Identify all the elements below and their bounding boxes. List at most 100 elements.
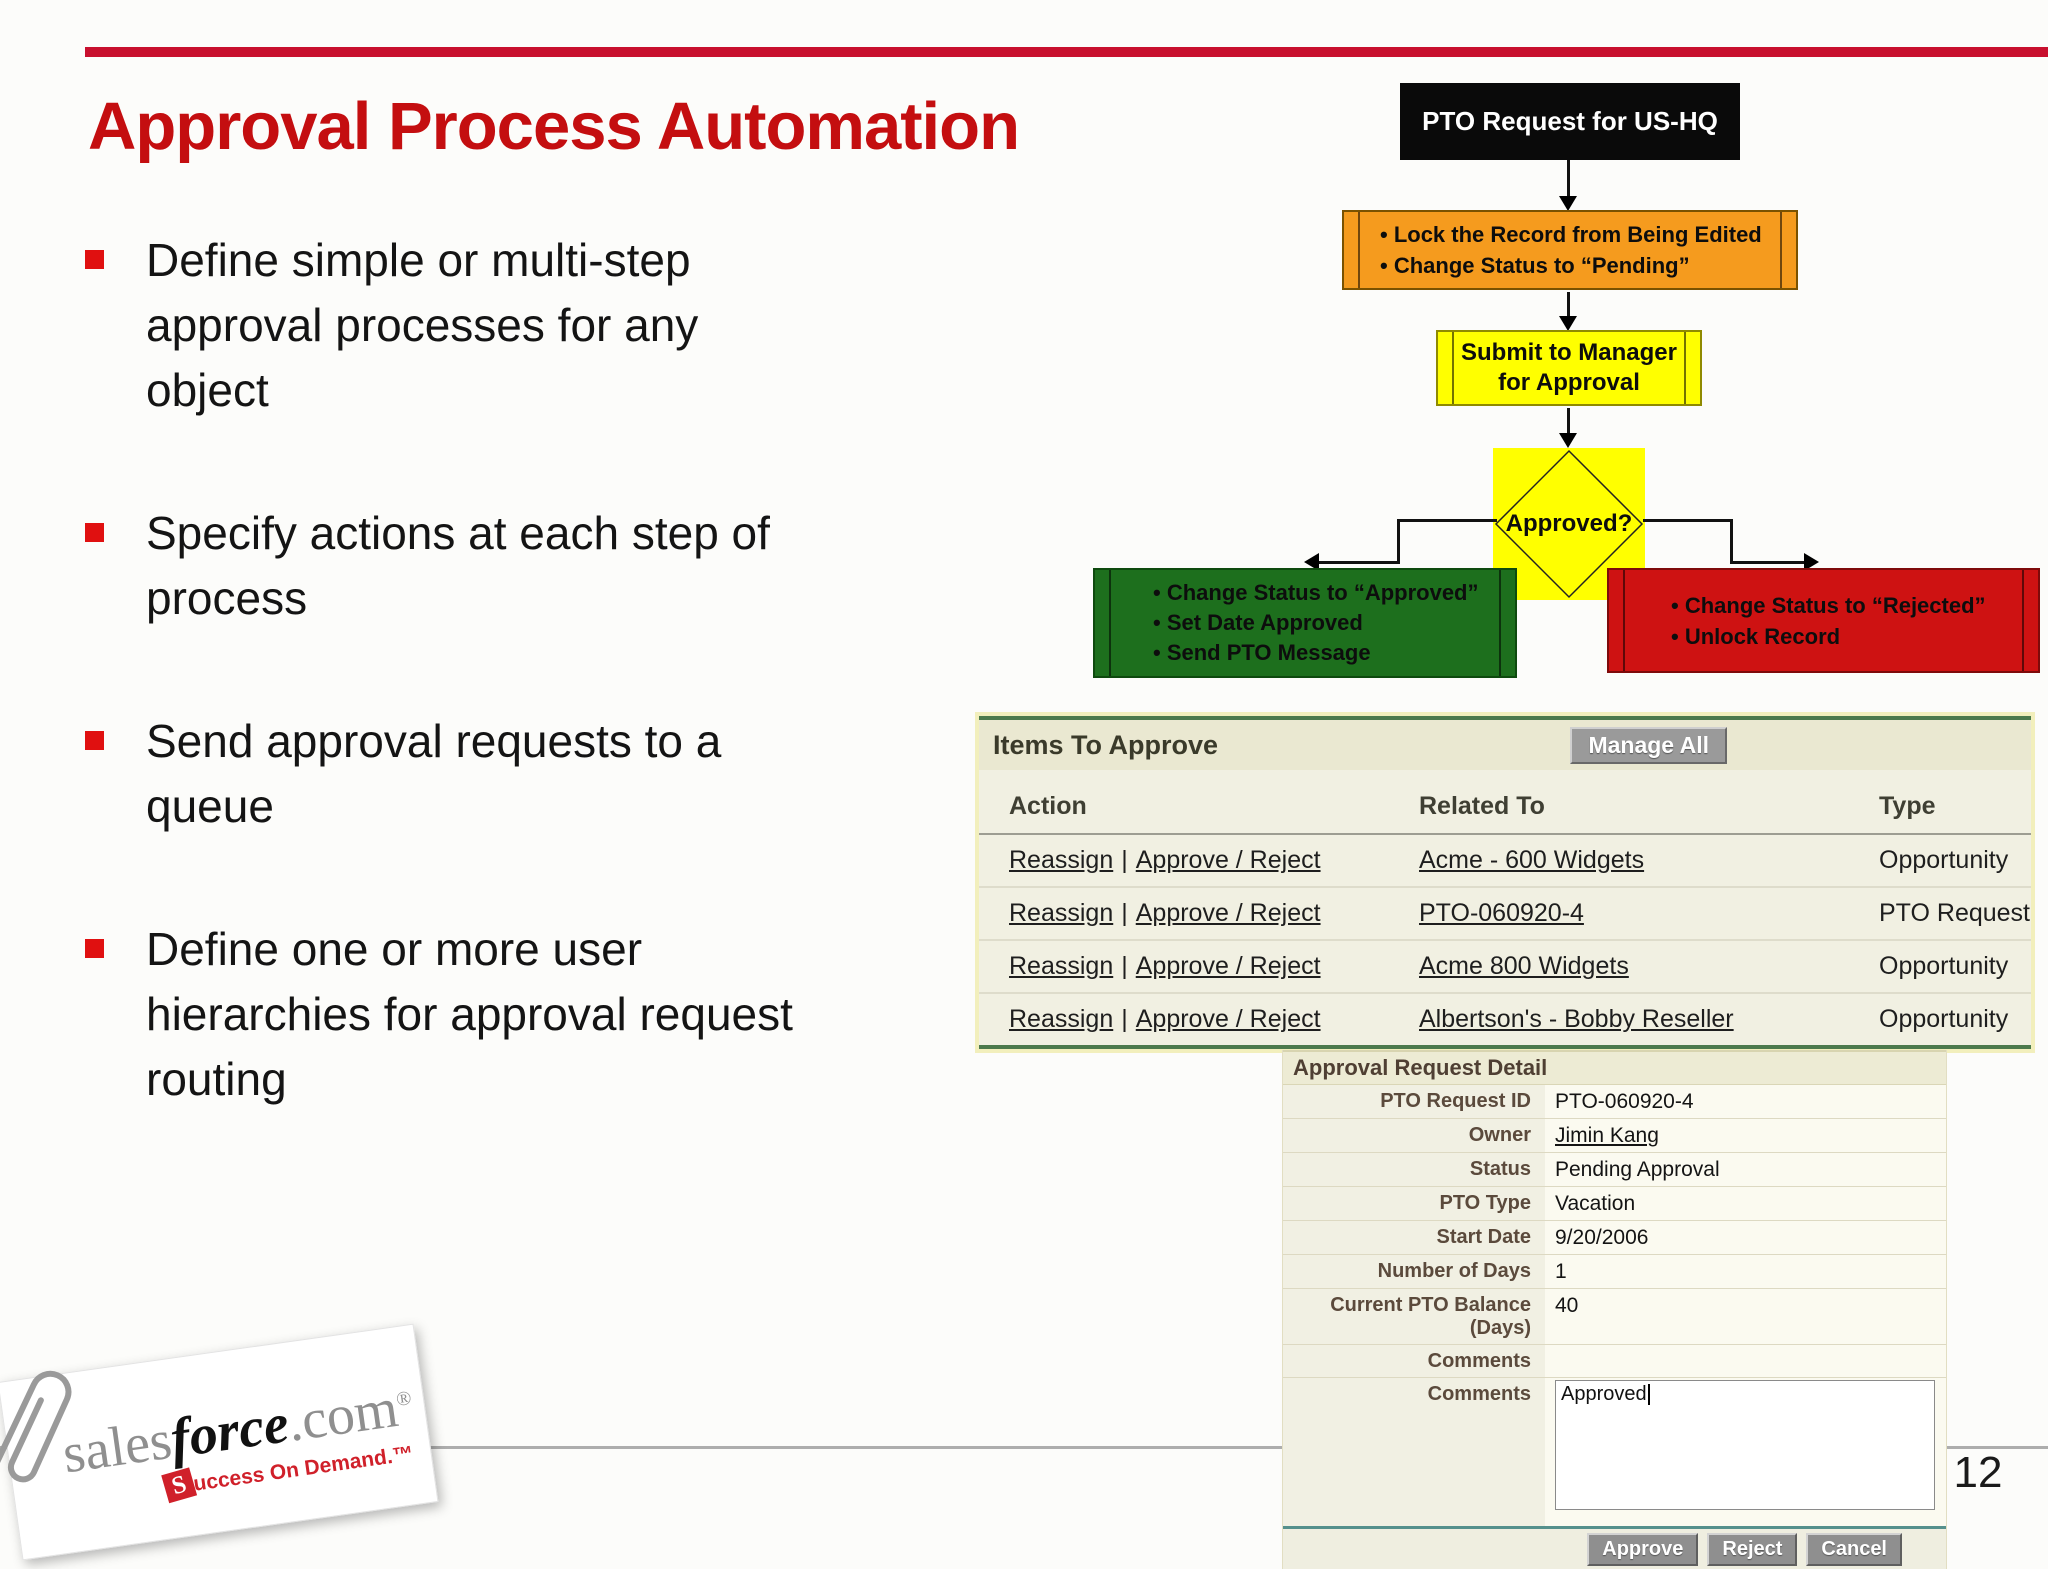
flow-connector (1730, 561, 1806, 564)
action-cell: Reassign|Approve / Reject (1009, 899, 1419, 928)
detail-divider (1283, 1526, 1946, 1529)
flow-arrow-line (1567, 292, 1570, 318)
bullet-square-icon (85, 250, 104, 269)
detail-row: Comments (1283, 1345, 1946, 1378)
flow-lock-line: • Change Status to “Pending” (1380, 253, 1690, 278)
approve-reject-link[interactable]: Approve / Reject (1135, 1005, 1321, 1033)
flow-submit-line: for Approval (1498, 369, 1640, 396)
field-label: Status (1283, 1153, 1545, 1186)
detail-row: PTO Type Vacation (1283, 1187, 1946, 1221)
field-value: Pending Approval (1545, 1153, 1946, 1186)
cancel-button[interactable]: Cancel (1806, 1532, 1902, 1566)
bullet-text: Specify actions at each step of process (146, 507, 770, 624)
flow-connector (1643, 519, 1733, 522)
flow-submit-box: Submit to Manager for Approval (1436, 330, 1702, 406)
bullet-text: Send approval requests to a queue (146, 715, 722, 832)
reassign-link[interactable]: Reassign (1009, 846, 1114, 874)
bullet-item: Define simple or multi-step approval pro… (85, 228, 825, 423)
flow-approved-line: • Set Date Approved (1153, 610, 1363, 635)
flow-connector (1397, 519, 1400, 564)
field-label: Owner (1283, 1119, 1545, 1152)
detail-button-bar: Approve Reject Cancel (1283, 1529, 1946, 1569)
detail-row: Number of Days 1 (1283, 1255, 1946, 1289)
bullet-text: Define one or more user hierarchies for … (146, 923, 793, 1105)
field-label: Number of Days (1283, 1255, 1545, 1288)
flow-connector (1397, 519, 1497, 522)
reassign-link[interactable]: Reassign (1009, 899, 1114, 927)
top-red-rule (85, 47, 2048, 57)
column-header-type: Type (1879, 792, 1936, 820)
flow-approved-line: • Send PTO Message (1153, 640, 1371, 665)
flow-arrow-line (1567, 160, 1570, 196)
field-value: 40 (1545, 1289, 1946, 1344)
reject-button[interactable]: Reject (1707, 1532, 1798, 1566)
page-number: 12 (1953, 1448, 2003, 1497)
related-to-link[interactable]: Albertson's - Bobby Reseller (1419, 1005, 1734, 1033)
link-separator: | (1121, 899, 1128, 927)
items-to-approve-panel: Items To Approve Manage All Action Relat… (975, 712, 2035, 1053)
approve-reject-link[interactable]: Approve / Reject (1135, 899, 1321, 927)
registered-mark: ® (394, 1387, 413, 1412)
detail-row: Start Date 9/20/2006 (1283, 1221, 1946, 1255)
bullet-item: Define one or more user hierarchies for … (85, 917, 825, 1112)
field-label: Start Date (1283, 1221, 1545, 1254)
field-value: Vacation (1545, 1187, 1946, 1220)
detail-row: Owner Jimin Kang (1283, 1119, 1946, 1153)
comments-field-wrap: Approved (1545, 1378, 1946, 1526)
footer-divider-line (0, 1446, 2048, 1449)
detail-row: Status Pending Approval (1283, 1153, 1946, 1187)
field-label: Comments (1283, 1378, 1545, 1526)
field-value (1545, 1345, 1946, 1377)
flow-arrow-line (1567, 408, 1570, 434)
flow-rejected-box: • Change Status to “Rejected” • Unlock R… (1607, 568, 2040, 673)
flow-connector (1318, 561, 1400, 564)
table-row: Reassign|Approve / Reject Albertson's - … (979, 994, 2031, 1045)
link-separator: | (1121, 952, 1128, 980)
field-label: PTO Type (1283, 1187, 1545, 1220)
flow-submit-line: Submit to Manager (1460, 339, 1677, 366)
approve-reject-link[interactable]: Approve / Reject (1135, 846, 1321, 874)
related-to-link[interactable]: Acme 800 Widgets (1419, 952, 1629, 980)
arrow-down-icon (1559, 196, 1577, 211)
field-label: PTO Request ID (1283, 1085, 1545, 1118)
owner-link[interactable]: Jimin Kang (1555, 1124, 1659, 1147)
detail-panel-title: Approval Request Detail (1283, 1050, 1946, 1085)
field-value: 9/20/2006 (1545, 1221, 1946, 1254)
column-header-related-to: Related To (1419, 792, 1545, 820)
approval-request-detail-panel: Approval Request Detail PTO Request ID P… (1282, 1050, 1947, 1569)
field-label: Comments (1283, 1345, 1545, 1377)
type-cell: Opportunity (1879, 1005, 2009, 1033)
flow-rejected-line: • Unlock Record (1671, 623, 1841, 649)
action-cell: Reassign|Approve / Reject (1009, 1005, 1419, 1034)
manage-all-button[interactable]: Manage All (1570, 726, 1727, 764)
flow-decision-diamond: Approved? (1493, 448, 1645, 600)
arrow-left-icon (1304, 553, 1319, 571)
detail-row: Current PTO Balance (Days) 40 (1283, 1289, 1946, 1345)
flow-rejected-line: • Change Status to “Rejected” (1671, 592, 1986, 618)
comments-text: Approved (1561, 1383, 1647, 1405)
related-to-link[interactable]: PTO-060920-4 (1419, 899, 1584, 927)
field-value: 1 (1545, 1255, 1946, 1288)
action-cell: Reassign|Approve / Reject (1009, 952, 1419, 981)
flow-start-label: PTO Request for US-HQ (1422, 106, 1718, 136)
reassign-link[interactable]: Reassign (1009, 952, 1114, 980)
related-to-link[interactable]: Acme - 600 Widgets (1419, 846, 1645, 874)
flow-lock-box: • Lock the Record from Being Edited • Ch… (1342, 210, 1798, 290)
action-cell: Reassign|Approve / Reject (1009, 846, 1419, 875)
diamond-outline (1494, 449, 1644, 599)
reassign-link[interactable]: Reassign (1009, 1005, 1114, 1033)
approve-button[interactable]: Approve (1587, 1532, 1699, 1566)
type-cell: Opportunity (1879, 846, 2009, 874)
comments-textarea[interactable]: Approved (1555, 1380, 1935, 1510)
bullet-item: Specify actions at each step of process (85, 501, 825, 631)
flow-approved-box: • Change Status to “Approved” • Set Date… (1093, 568, 1517, 678)
approve-reject-link[interactable]: Approve / Reject (1135, 952, 1321, 980)
flow-lock-line: • Lock the Record from Being Edited (1380, 222, 1762, 247)
page-title: Approval Process Automation (88, 89, 1020, 164)
column-header-action: Action (1009, 792, 1087, 820)
flow-decision-label: Approved? (1505, 510, 1633, 537)
type-cell: Opportunity (1879, 952, 2009, 980)
type-cell: PTO Request (1879, 899, 2031, 927)
arrow-right-icon (1804, 553, 1819, 571)
